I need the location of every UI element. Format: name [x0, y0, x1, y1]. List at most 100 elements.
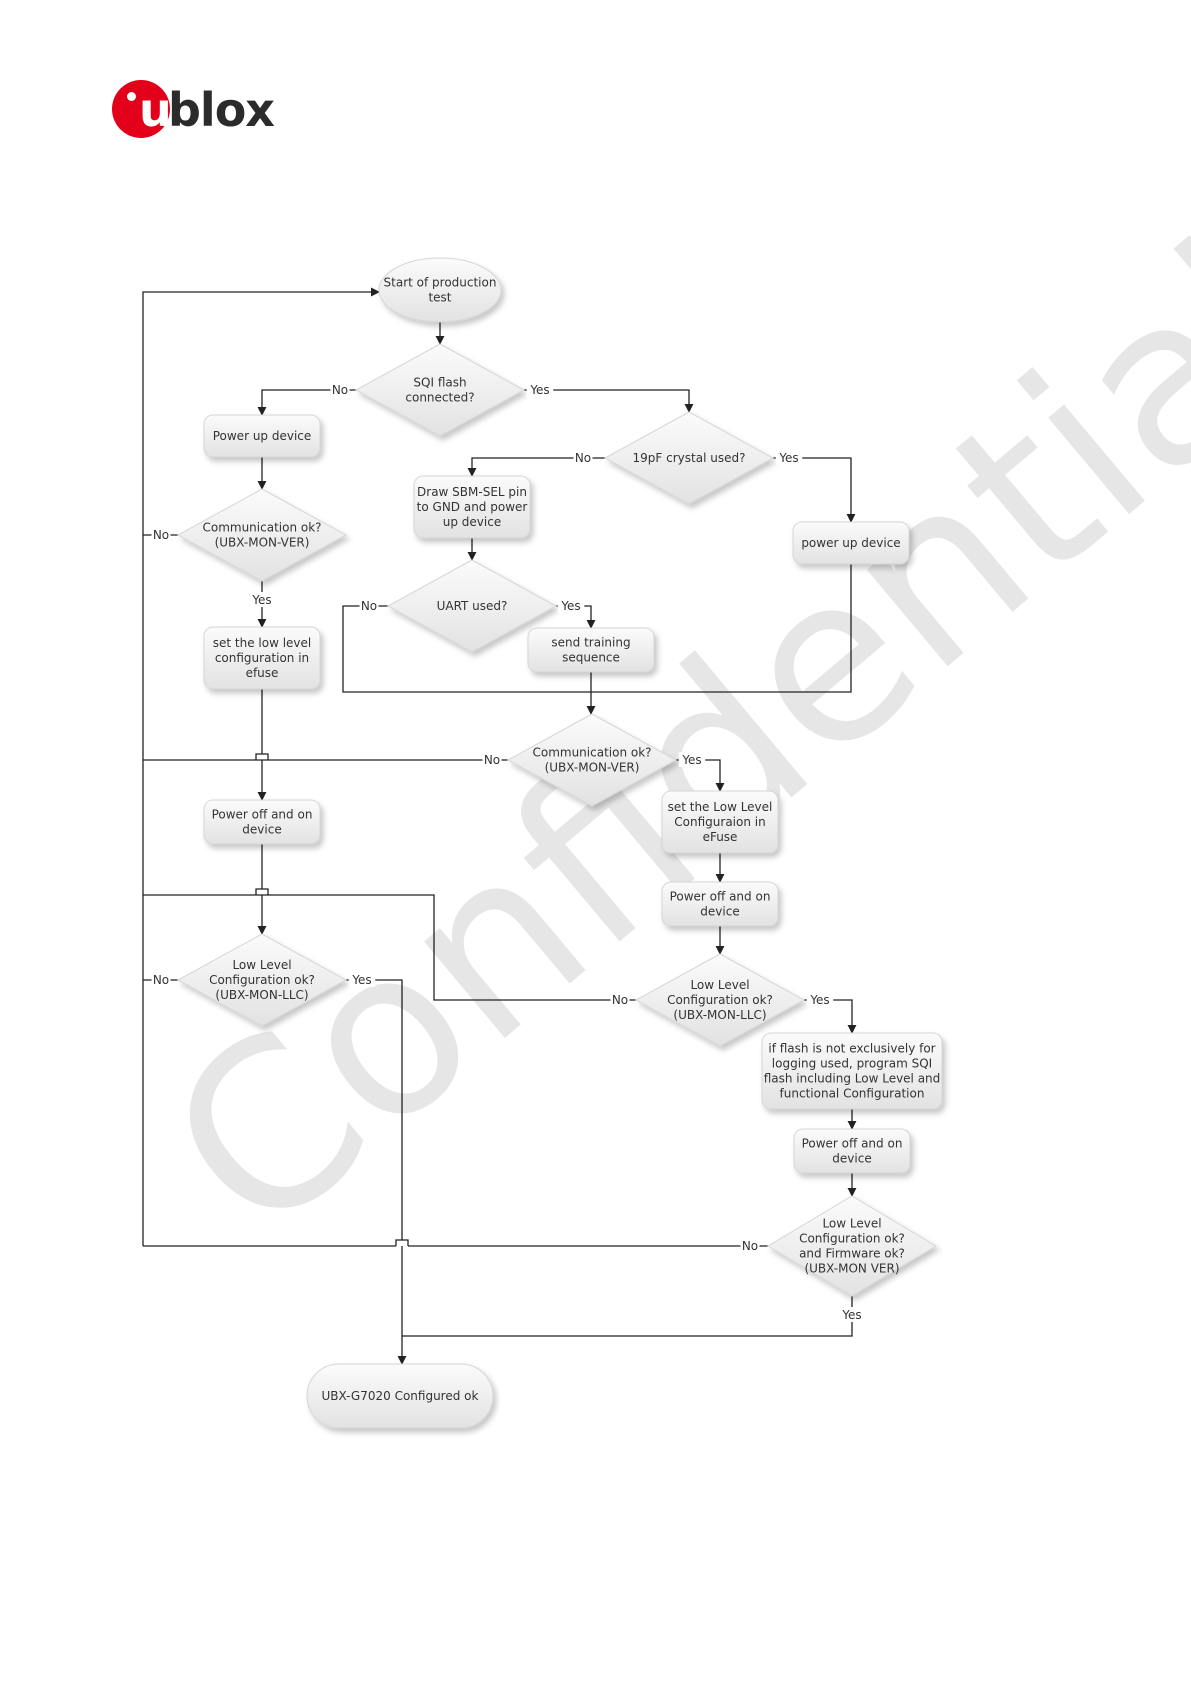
edge-label-bg-yes: [248, 592, 276, 607]
edge-label-bg-no: [151, 527, 171, 542]
node-power-up-left-shape: [203, 414, 321, 458]
edge-label-bg-yes: [775, 450, 803, 465]
node-start-label: Start of production: [384, 276, 497, 290]
node-llc-mid-label: Configuration ok?: [667, 993, 773, 1007]
node-llc-left-label: Low Level: [232, 958, 291, 972]
edge-hop-1246: [395, 1239, 409, 1246]
edge-label-no: No: [153, 528, 169, 542]
node-poweroff-left-shape: [203, 799, 321, 845]
node-poweroff-mid-shape: [661, 881, 779, 927]
node-poweroff-left-label: Power off and on: [212, 808, 313, 822]
node-comm-mid-label: Communication ok?: [532, 746, 651, 760]
node-training-label: send training: [551, 636, 630, 650]
logo-red-circle: [112, 80, 170, 138]
node-start-shape: [378, 257, 502, 323]
edge-left-rail-to-start: [142, 287, 380, 1246]
node-draw-sbm-label: to GND and power: [417, 500, 528, 514]
edge-hop-760: [255, 753, 269, 760]
edge-crystal-no: [467, 457, 605, 477]
edge-label-bg-no: [482, 752, 502, 767]
node-uart-shape: [386, 559, 558, 653]
node-power-up-right-label: power up device: [801, 536, 900, 550]
node-crystal: 19pF crystal used?: [603, 411, 775, 505]
edge-sqi-yes: [524, 389, 694, 413]
node-llc-mid-label: (UBX-MON-LLC): [673, 1008, 766, 1022]
node-uart: UART used?: [386, 559, 558, 653]
node-llc-left-label: (UBX-MON-LLC): [215, 988, 308, 1002]
node-training-label: sequence: [562, 651, 620, 665]
edge-label-yes: Yes: [778, 451, 798, 465]
edge-label-no: No: [153, 973, 169, 987]
node-llc-fw-label: (UBX-MON VER): [804, 1262, 899, 1276]
node-set-low-mid-label: Configuraion in: [674, 815, 765, 829]
node-flash-prog-label: flash including Low Level and: [764, 1072, 941, 1086]
node-sqi-label: connected?: [405, 391, 474, 405]
node-set-low-left-label: efuse: [246, 666, 279, 680]
node-llc-left-shape: [176, 933, 348, 1027]
edge-label-yes: Yes: [251, 593, 271, 607]
node-llc-left-label: Configuration ok?: [209, 973, 315, 987]
node-flash-prog-label: if flash is not exclusively for: [768, 1042, 935, 1056]
edge-label-bg-yes: [526, 382, 554, 397]
edge-label-bg-no: [359, 598, 379, 613]
edge-label-no: No: [612, 993, 628, 1007]
node-set-low-mid-label: eFuse: [703, 830, 738, 844]
node-sqi-label: SQI flash: [413, 376, 466, 390]
node-comm-mid: Communication ok?(UBX-MON-VER): [506, 713, 678, 807]
edge-label-bg-yes: [348, 972, 376, 987]
node-poweroff-mid-label: device: [700, 905, 739, 919]
edge-label-yes: Yes: [681, 753, 701, 767]
edge-label-bg-yes: [678, 752, 706, 767]
node-uart-label: UART used?: [437, 599, 508, 613]
edge-label-no: No: [742, 1239, 758, 1253]
edge-label-yes: Yes: [560, 599, 580, 613]
edge-label-bg-no: [610, 992, 630, 1007]
edge-label-bg-yes: [838, 1307, 866, 1322]
node-poweroff-mid-label: Power off and on: [670, 890, 771, 904]
node-flash-prog-label: logging used, program SQI: [772, 1057, 932, 1071]
node-draw-sbm-shape: [413, 475, 531, 539]
node-llc-mid-label: Low Level: [690, 978, 749, 992]
edge-label-no: No: [484, 753, 500, 767]
node-llc-mid-shape: [634, 953, 806, 1047]
node-llc-fw-label: Low Level: [822, 1217, 881, 1231]
node-draw-sbm-label: up device: [443, 515, 501, 529]
flowchart-edges: [142, 287, 857, 1365]
node-comm-left-shape: [176, 488, 348, 582]
edge-label-no: No: [361, 599, 377, 613]
node-training-shape: [527, 627, 655, 673]
node-flash-prog-label: functional Configuration: [780, 1087, 925, 1101]
node-power-up-right: power up device: [792, 521, 910, 565]
edge-label-no: No: [575, 451, 591, 465]
node-comm-left-label: Communication ok?: [202, 521, 321, 535]
edge-label-bg-no: [151, 972, 171, 987]
node-crystal-shape: [603, 411, 775, 505]
node-llc-fw-shape: [767, 1195, 937, 1297]
edge-hop-895: [255, 888, 269, 895]
edge-sqi-no: [257, 389, 356, 416]
logo-wordmark: blox: [168, 83, 275, 137]
node-end-shape: [306, 1363, 494, 1429]
node-set-low-left-shape: [203, 626, 321, 690]
node-set-low-left-label: configuration in: [215, 651, 309, 665]
node-sqi-shape: [354, 343, 526, 437]
edge-label-yes: Yes: [841, 1308, 861, 1322]
edge-llc-mid-no: [143, 894, 636, 1001]
node-llc-fw-label: and Firmware ok?: [799, 1247, 905, 1261]
node-poweroff-right-label: device: [832, 1152, 871, 1166]
logo-letter-u: u: [139, 83, 172, 137]
logo-white-dot: [127, 92, 136, 101]
